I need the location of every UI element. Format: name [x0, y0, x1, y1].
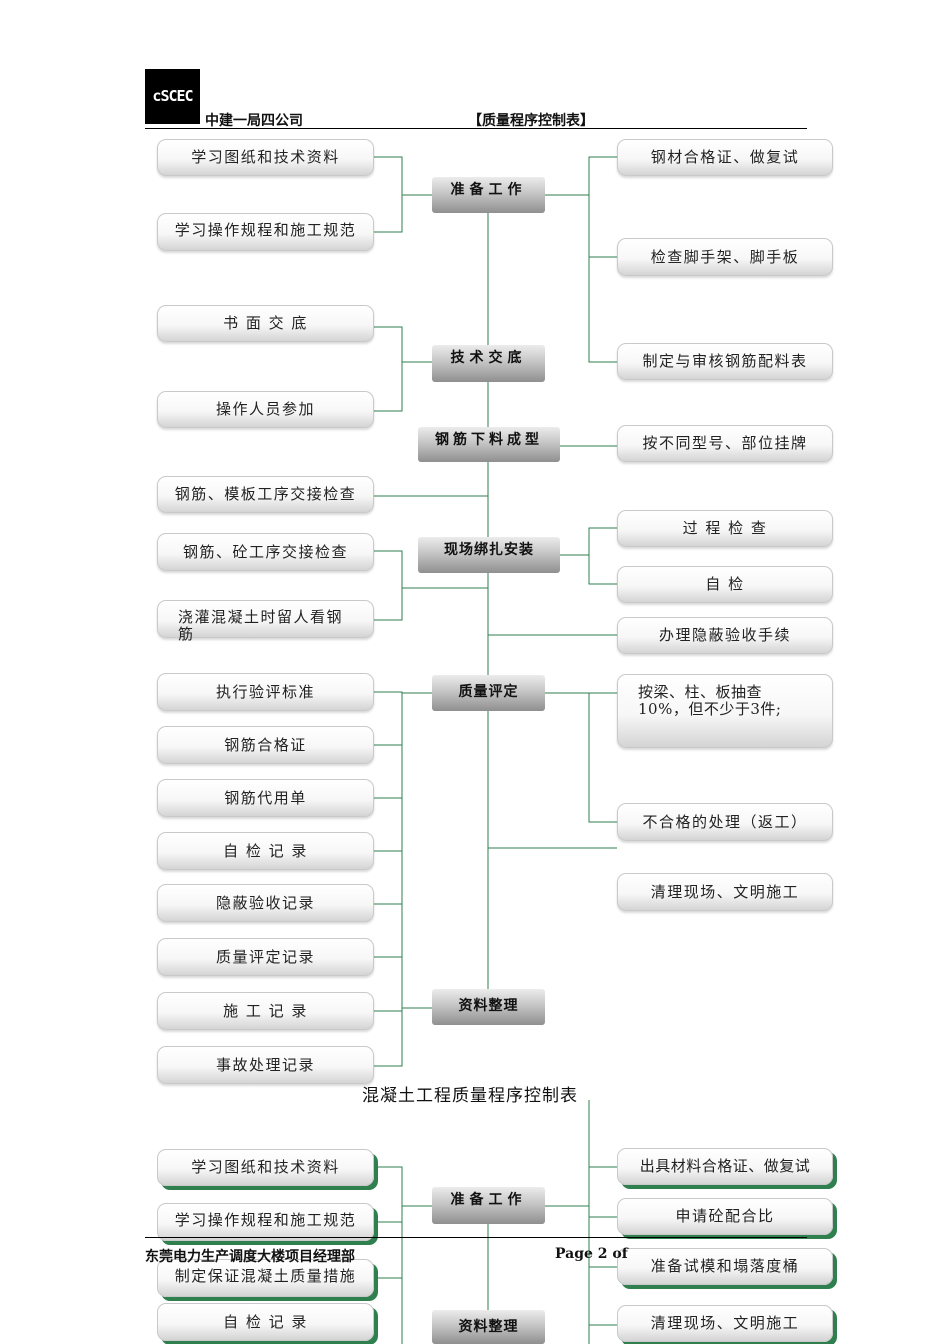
record-accident: 事故处理记录: [157, 1046, 374, 1084]
task-operators-attend: 操作人员参加: [157, 391, 374, 428]
check-sampling: 按梁、柱、板抽查10%，但不少于3件;: [617, 674, 833, 748]
hub-install: 现场绑扎安装: [418, 537, 560, 573]
check-cutting-list: 制定与审核钢筋配料表: [617, 343, 833, 380]
check-nonconforming: 不合格的处理（返工）: [617, 803, 833, 841]
check-tagging: 按不同型号、部位挂牌: [617, 425, 833, 462]
hub2-prep: 准备工作: [432, 1187, 545, 1224]
hub-prep: 准备工作: [432, 177, 545, 213]
record-substitution: 钢筋代用单: [157, 779, 374, 817]
record-quality-eval: 质量评定记录: [157, 938, 374, 976]
record-construction-log: 施 工 记 录: [157, 992, 374, 1030]
header-company: 中建一局四公司: [205, 113, 303, 129]
task-study-codes: 学习操作规程和施工规范: [157, 213, 374, 251]
check-steel-certificate: 钢材合格证、做复试: [617, 139, 833, 176]
check-scaffold: 检查脚手架、脚手板: [617, 238, 833, 276]
check-concealed-acceptance: 办理隐蔽验收手续: [617, 617, 833, 654]
concrete-study-drawings: 学习图纸和技术资料: [157, 1149, 374, 1186]
task-study-drawings: 学习图纸和技术资料: [157, 139, 374, 176]
hub-cutting: 钢筋下料成型: [418, 427, 560, 462]
concrete-material-certificate: 出具材料合格证、做复试: [617, 1148, 833, 1185]
header-doc-title: 【质量程序控制表】: [468, 113, 594, 129]
task-watch-rebar: 浇灌混凝土时留人看钢筋: [157, 600, 374, 643]
concrete-mix-ratio: 申请砼配合比: [617, 1198, 833, 1235]
task-written-briefing: 书 面 交 底: [157, 305, 374, 342]
hub-quality: 质量评定: [432, 675, 545, 711]
check-site-cleanup: 清理现场、文明施工: [617, 873, 833, 911]
logo-text: cSCEC: [152, 87, 193, 105]
hub2-records: 资料整理: [432, 1310, 545, 1344]
concrete-chart-title: 混凝土工程质量程序控制表: [362, 1086, 578, 1106]
footer-rule: [145, 1237, 807, 1238]
hub-tech-briefing: 技术交底: [432, 345, 545, 382]
concrete-study-codes: 学习操作规程和施工规范: [157, 1203, 374, 1241]
check-self: 自 检: [617, 566, 833, 603]
record-concealed: 隐蔽验收记录: [157, 884, 374, 922]
header-rule: [145, 128, 807, 129]
footer-project: 东莞电力生产调度大楼项目经理部: [145, 1249, 355, 1265]
task-formwork-handover: 钢筋、模板工序交接检查: [157, 476, 374, 513]
concrete-site-cleanup: 清理现场、文明施工: [617, 1305, 833, 1342]
record-rebar-certificate: 钢筋合格证: [157, 726, 374, 764]
record-standards: 执行验评标准: [157, 673, 374, 711]
concrete-quality-measures: 制定保证混凝土质量措施: [157, 1259, 374, 1297]
footer-page-number: Page 2 of: [555, 1246, 628, 1262]
hub-records: 资料整理: [432, 989, 545, 1025]
concrete-test-molds: 准备试模和塌落度桶: [617, 1248, 833, 1285]
check-process: 过 程 检 查: [617, 510, 833, 547]
task-concrete-handover: 钢筋、砼工序交接检查: [157, 533, 374, 571]
company-logo: cSCEC: [145, 69, 200, 124]
record-self-check: 自 检 记 录: [157, 832, 374, 870]
concrete-self-check-record: 自 检 记 录: [157, 1303, 374, 1341]
